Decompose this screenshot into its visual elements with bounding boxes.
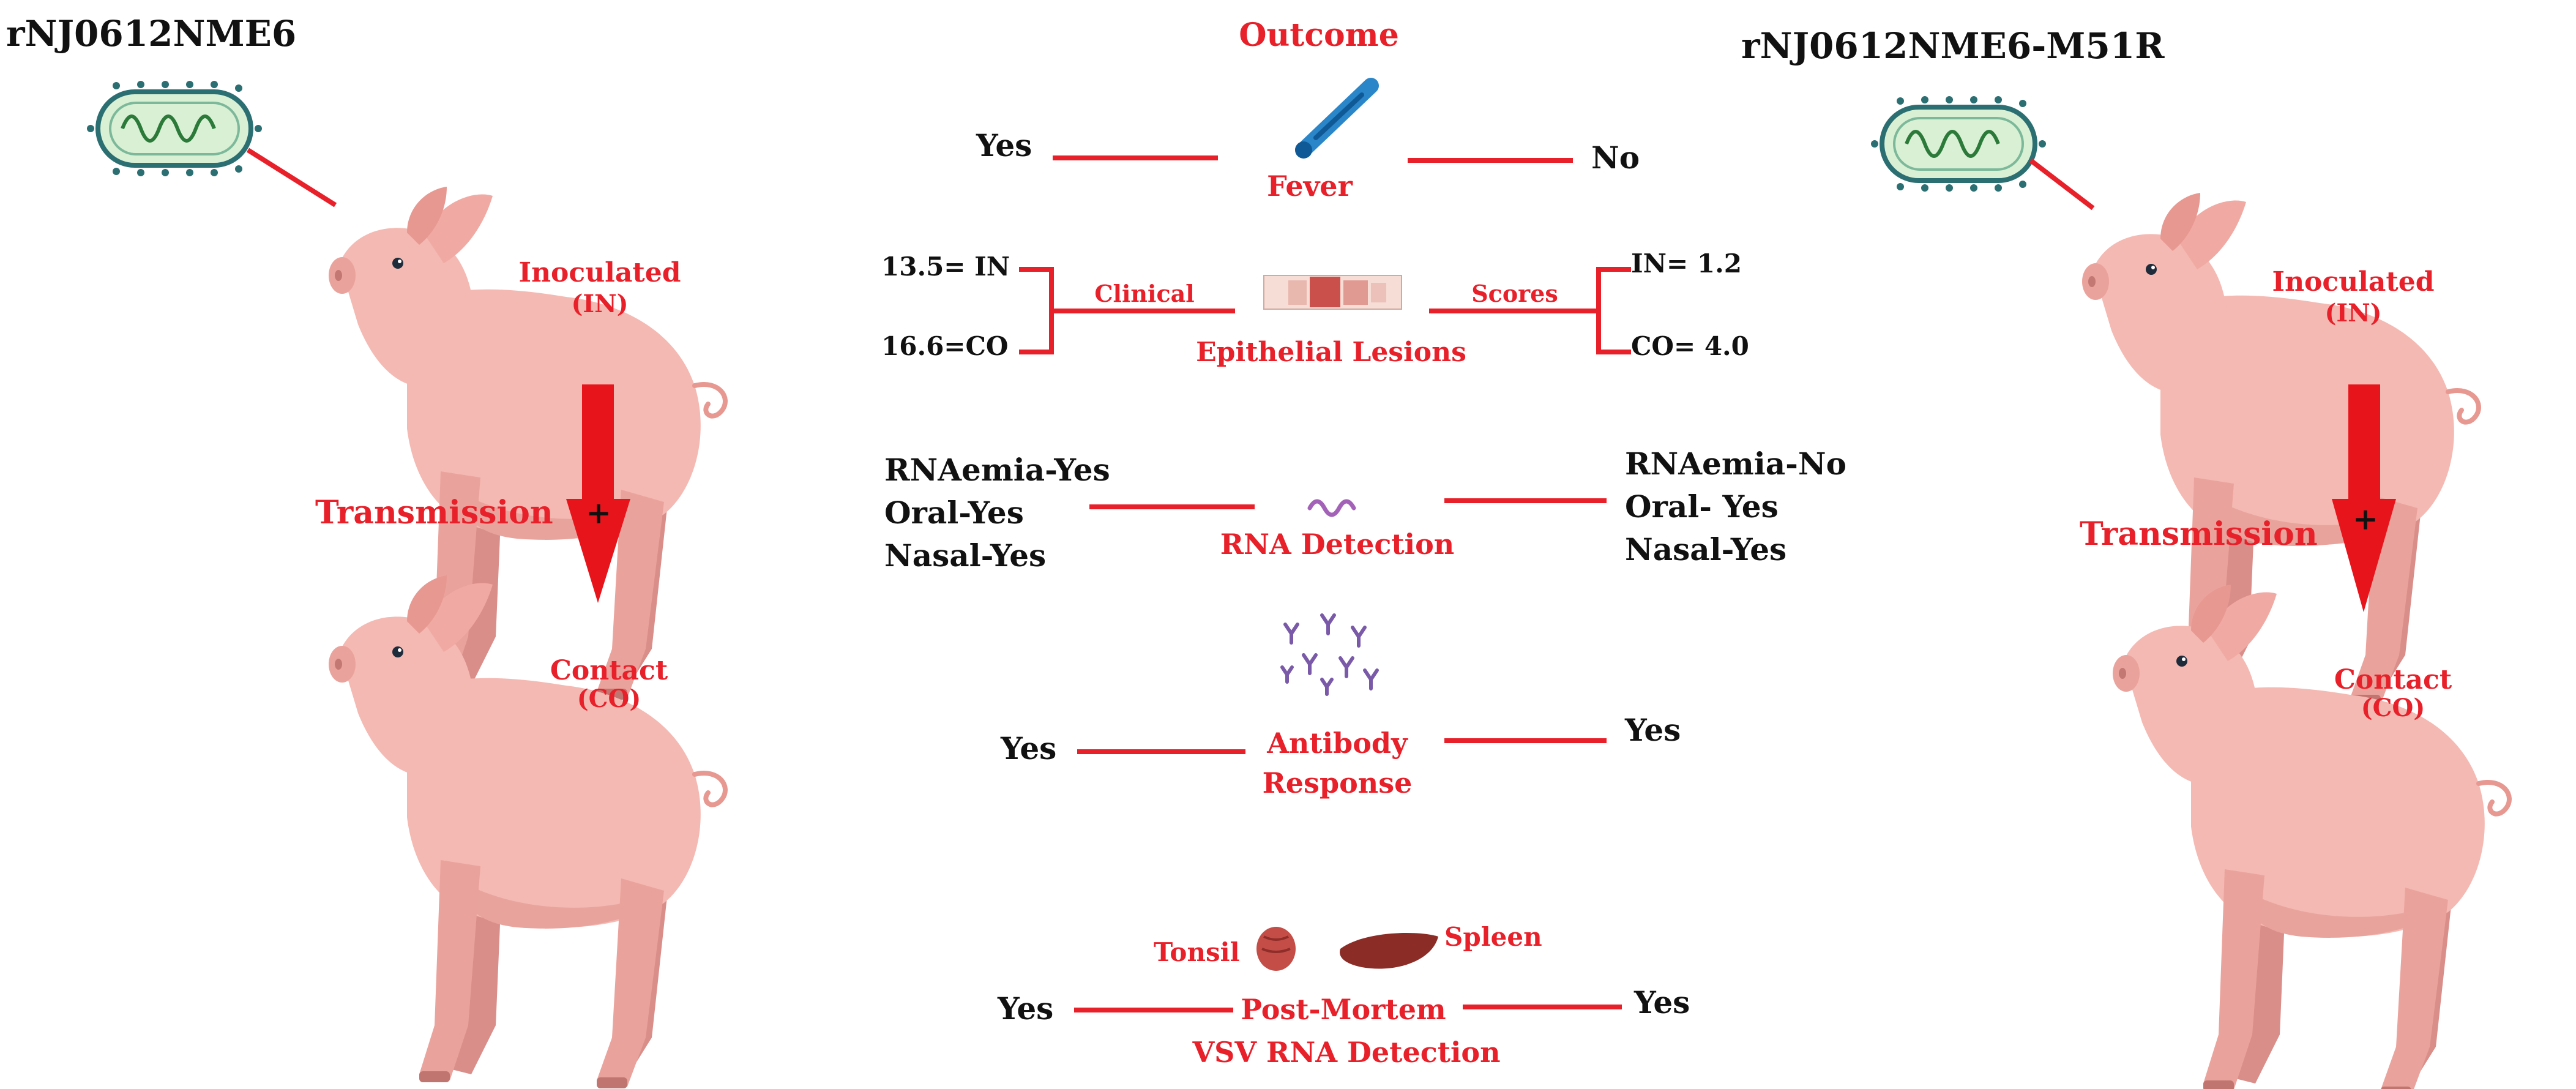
lesion-right-tag: Scores [1471, 280, 1558, 307]
right-inoculated-label: Inoculated [2272, 266, 2434, 298]
postmortem-label-line-1: Post-Mortem [1241, 993, 1446, 1026]
left-contact-abbr: (CO) [577, 684, 641, 713]
right-virus-icon [1871, 96, 2046, 192]
right-plus-sign: + [2353, 501, 2378, 537]
antibody-label-line-1: Antibody [1266, 727, 1408, 760]
right-contact-label: Contact [2334, 664, 2452, 695]
left-plus-sign: + [586, 495, 611, 531]
antibody-label-line-2: Response [1263, 766, 1413, 799]
right-inoculation-line [2029, 158, 2095, 211]
antibody-left-value: Yes [1000, 730, 1056, 766]
rna-right-line-1: RNAemia-No [1625, 446, 1846, 482]
rna-right-line-3: Nasal-Yes [1625, 531, 1786, 567]
right-panel: rNJ0612NME6-M51R Inoculated (IN) Transmi… [1741, 25, 2509, 1089]
outcome-title: Outcome [1239, 17, 1399, 54]
left-inoculated-label: Inoculated [518, 257, 681, 288]
lesion-left-tag: Clinical [1094, 280, 1194, 307]
postmortem-label-line-2: VSV RNA Detection [1192, 1036, 1500, 1069]
rna-strand-icon [1307, 499, 1356, 517]
fever-label: Fever [1267, 170, 1353, 203]
left-panel: rNJ0612NME6 Inoculated (IN) Transmission… [6, 13, 725, 1088]
spleen-icon [1340, 933, 1438, 969]
right-contact-abbr: (CO) [2361, 694, 2425, 722]
fever-right-value: No [1591, 140, 1640, 176]
thermometer-icon [1295, 78, 1379, 159]
outcome-column: Outcome Yes Fever No 13.5= IN 16.6=CO Cl… [881, 17, 1846, 1069]
lesion-left-bottom: 16.6=CO [881, 331, 1009, 361]
antibody-icon [1280, 613, 1379, 696]
right-transmission-label: Transmission [2080, 515, 2318, 553]
lesion-label: Epithelial Lesions [1196, 337, 1466, 368]
postmortem-left-value: Yes [997, 990, 1053, 1027]
left-contact-pig-icon [329, 575, 725, 1088]
left-transmission-label: Transmission [315, 494, 553, 531]
rna-left-line-2: Oral-Yes [884, 495, 1024, 531]
lesion-right-bottom: CO= 4.0 [1631, 331, 1749, 361]
left-strain-title: rNJ0612NME6 [6, 13, 296, 54]
rna-left-line-1: RNAemia-Yes [884, 452, 1110, 488]
skin-lesion-icon [1263, 275, 1402, 310]
lesion-left-top: 13.5= IN [881, 252, 1010, 282]
left-virus-icon [87, 81, 262, 176]
lesion-left-bracket [1019, 267, 1235, 354]
lesion-right-top: IN= 1.2 [1631, 249, 1742, 279]
right-inoculated-abbr: (IN) [2324, 299, 2381, 327]
antibody-right-value: Yes [1624, 712, 1681, 748]
lesion-right-bracket [1429, 267, 1631, 354]
left-contact-label: Contact [550, 655, 668, 686]
fever-left-value: Yes [976, 127, 1032, 163]
postmortem-right-value: Yes [1633, 984, 1690, 1020]
tonsil-icon [1256, 927, 1296, 971]
spleen-label: Spleen [1444, 922, 1542, 952]
left-inoculated-abbr: (IN) [571, 290, 628, 318]
left-inoculation-line [246, 148, 337, 208]
right-strain-title: rNJ0612NME6-M51R [1741, 25, 2165, 67]
tonsil-label: Tonsil [1154, 937, 1240, 967]
right-contact-pig-icon [2113, 585, 2509, 1089]
left-transmission-arrow [566, 384, 630, 603]
rna-label: RNA Detection [1220, 528, 1455, 561]
rna-right-line-2: Oral- Yes [1625, 488, 1779, 525]
rna-left-line-3: Nasal-Yes [884, 537, 1046, 574]
right-transmission-arrow [2332, 384, 2396, 612]
